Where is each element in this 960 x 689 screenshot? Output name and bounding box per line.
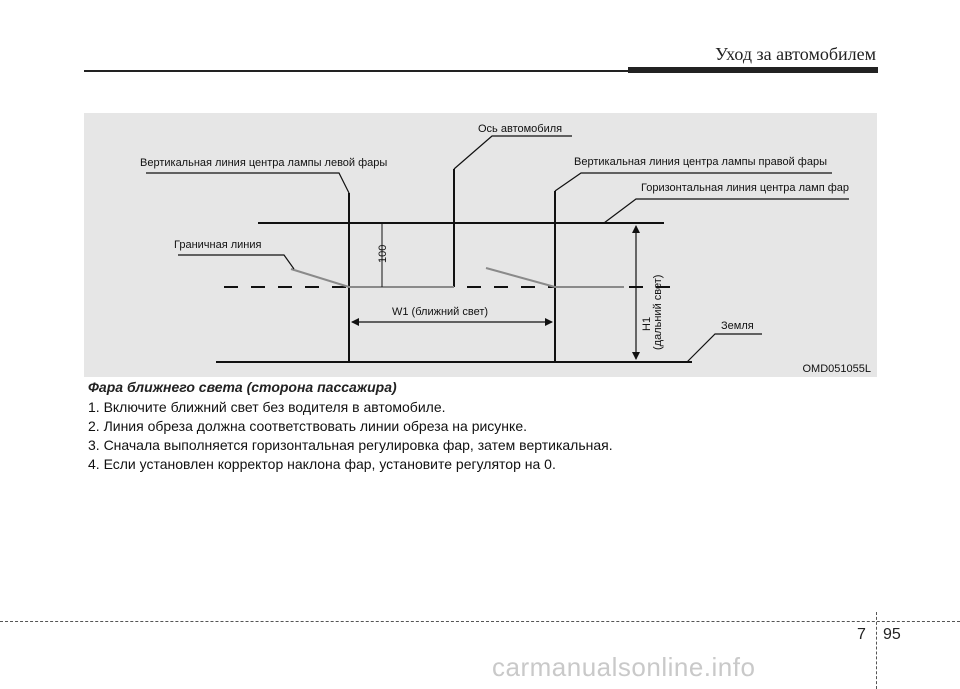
leader-right-vertical <box>554 172 832 192</box>
leader-cutoff <box>178 254 295 270</box>
diagram-canvas: 100 W1 (ближний свет) H1 (дальний свет) … <box>140 123 849 363</box>
left-cutoff-line <box>290 268 454 288</box>
instruction-step: 1. Включите ближний свет без водителя в … <box>88 399 446 415</box>
footer-dashed-rule <box>0 621 960 622</box>
figure-caption: Фара ближнего света (сторона пассажира) <box>88 379 397 395</box>
label-left-vertical: Вертикальная линия центра лампы левой фа… <box>140 157 387 169</box>
leader-vehicle-axis <box>453 135 572 170</box>
instruction-step: 4. Если установлен корректор наклона фар… <box>88 456 556 472</box>
label-cutoff: Граничная линия <box>174 239 262 251</box>
leader-ground <box>686 333 762 363</box>
footer-dashed-divider <box>876 612 877 689</box>
header-rule-bold <box>628 67 878 73</box>
figure-code: OMD051055L <box>802 363 872 375</box>
leader-horizontal <box>603 198 849 224</box>
page-number: 95 <box>883 626 901 643</box>
headlight-aim-diagram: 100 W1 (ближний свет) H1 (дальний свет) … <box>84 113 877 377</box>
instruction-list: 1. Включите ближний свет без водителя в … <box>88 398 613 474</box>
right-cutoff-line <box>485 267 624 288</box>
section-title: Уход за автомобилем <box>715 44 876 64</box>
label-ground: Земля <box>721 320 754 332</box>
h1-label: H1 <box>641 317 653 331</box>
dim-100-label: 100 <box>377 245 389 263</box>
watermark: carmanualsonline.info <box>492 652 756 682</box>
leader-left-vertical <box>146 172 350 194</box>
label-right-vertical: Вертикальная линия центра лампы правой ф… <box>574 156 827 168</box>
w1-label: W1 (ближний свет) <box>392 306 488 318</box>
instruction-step: 2. Линия обреза должна соответствовать л… <box>88 418 527 434</box>
label-horizontal: Горизонтальная линия центра ламп фар <box>641 182 849 194</box>
chapter-number: 7 <box>857 626 866 643</box>
header-rule <box>84 70 630 72</box>
h1-note-label: (дальний свет) <box>652 275 664 350</box>
instruction-step: 3. Сначала выполняется горизонтальная ре… <box>88 437 613 453</box>
label-vehicle-axis: Ось автомобиля <box>478 123 562 135</box>
